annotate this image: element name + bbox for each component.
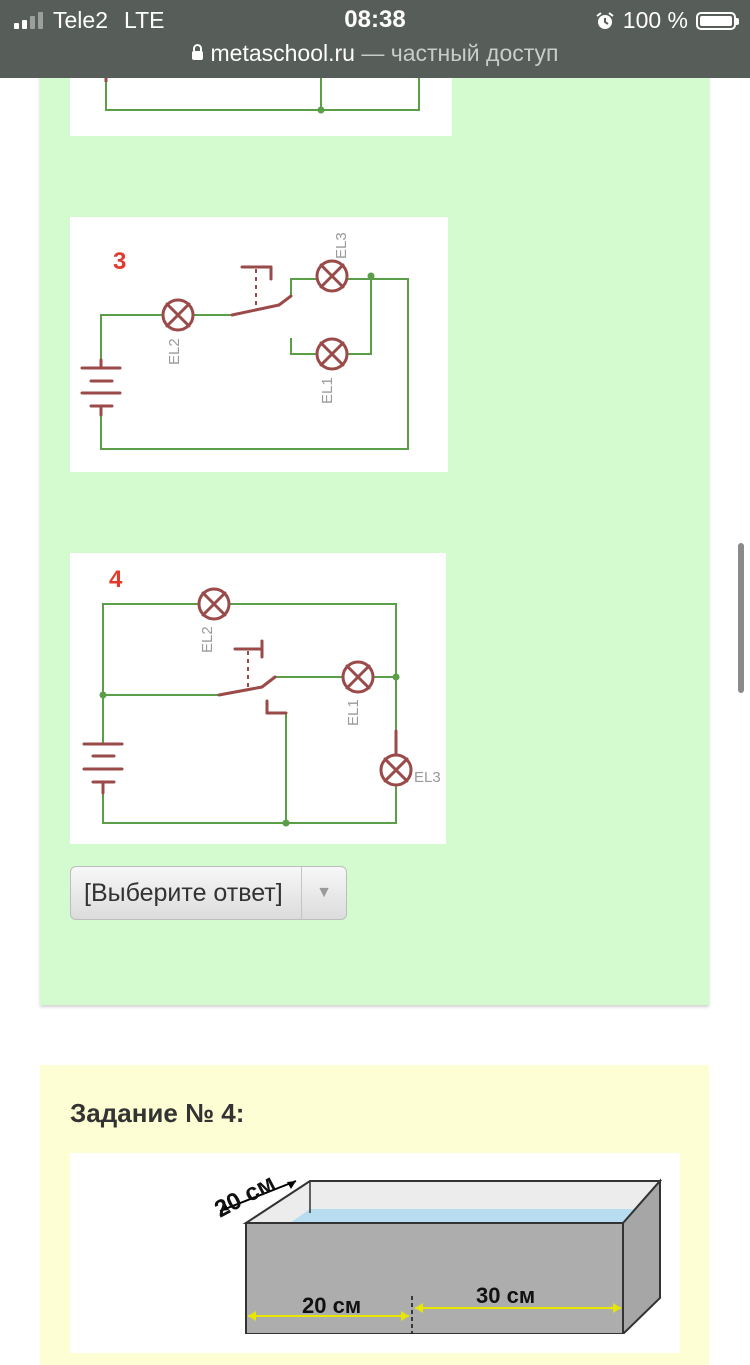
aquarium-illustration: 20 см 20 см 30 см <box>70 1153 680 1353</box>
circuit-diagram-4: 4 EL2 EL1 EL3 <box>70 553 446 844</box>
url-domain: metaschool.ru <box>210 40 355 66</box>
label-el3: EL3 <box>414 769 441 786</box>
label-el2: EL2 <box>199 626 216 653</box>
network-type: LTE <box>123 7 165 33</box>
dimension-right: 30 см <box>476 1283 535 1308</box>
task-title: Задание № 4: <box>70 1098 245 1128</box>
scrollbar-thumb[interactable] <box>738 543 744 693</box>
lock-icon <box>191 44 203 60</box>
label-el1: EL1 <box>345 699 362 726</box>
circuit-number: 3 <box>113 248 126 275</box>
signal-icon <box>14 12 43 29</box>
status-right: 100 % <box>595 7 739 34</box>
chevron-down-icon[interactable]: ▼ <box>301 867 346 919</box>
task-card-3 <box>40 60 709 1005</box>
circuit-number: 4 <box>109 566 123 593</box>
status-bar: Tele2 LTE 08:38 100 % metaschool.ru — ча… <box>0 0 750 78</box>
battery-icon <box>696 11 739 30</box>
dimension-left: 20 см <box>302 1293 361 1318</box>
label-el1: EL1 <box>319 377 336 404</box>
clock: 08:38 <box>344 6 406 33</box>
alarm-icon <box>596 11 614 29</box>
battery-percent: 100 % <box>622 7 688 33</box>
url-private-note: — частный доступ <box>354 40 559 66</box>
answer-select[interactable]: [Выберите ответ] ▼ <box>70 866 347 920</box>
carrier-name: Tele2 <box>53 7 108 33</box>
url-bar[interactable]: metaschool.ru — частный доступ <box>0 40 750 67</box>
answer-select-value: [Выберите ответ] <box>84 878 283 907</box>
status-left: Tele2 LTE <box>14 7 164 34</box>
label-el2: EL2 <box>166 338 183 365</box>
label-el3: EL3 <box>333 232 350 259</box>
circuit-diagram-2-fragment <box>70 78 452 136</box>
circuit-diagram-3: 3 EL2 EL3 EL1 <box>70 217 448 472</box>
